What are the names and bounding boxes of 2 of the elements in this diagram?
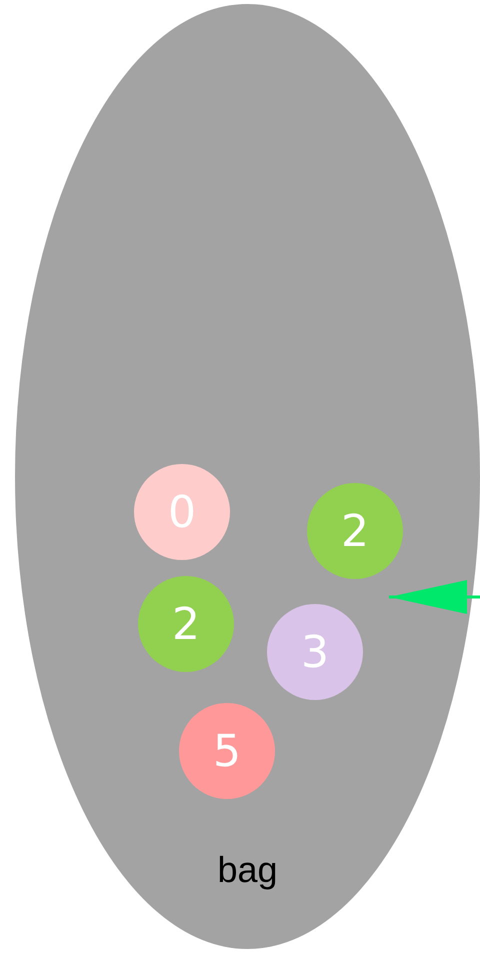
bag-label: bag [216, 849, 279, 891]
arrow [389, 580, 480, 614]
